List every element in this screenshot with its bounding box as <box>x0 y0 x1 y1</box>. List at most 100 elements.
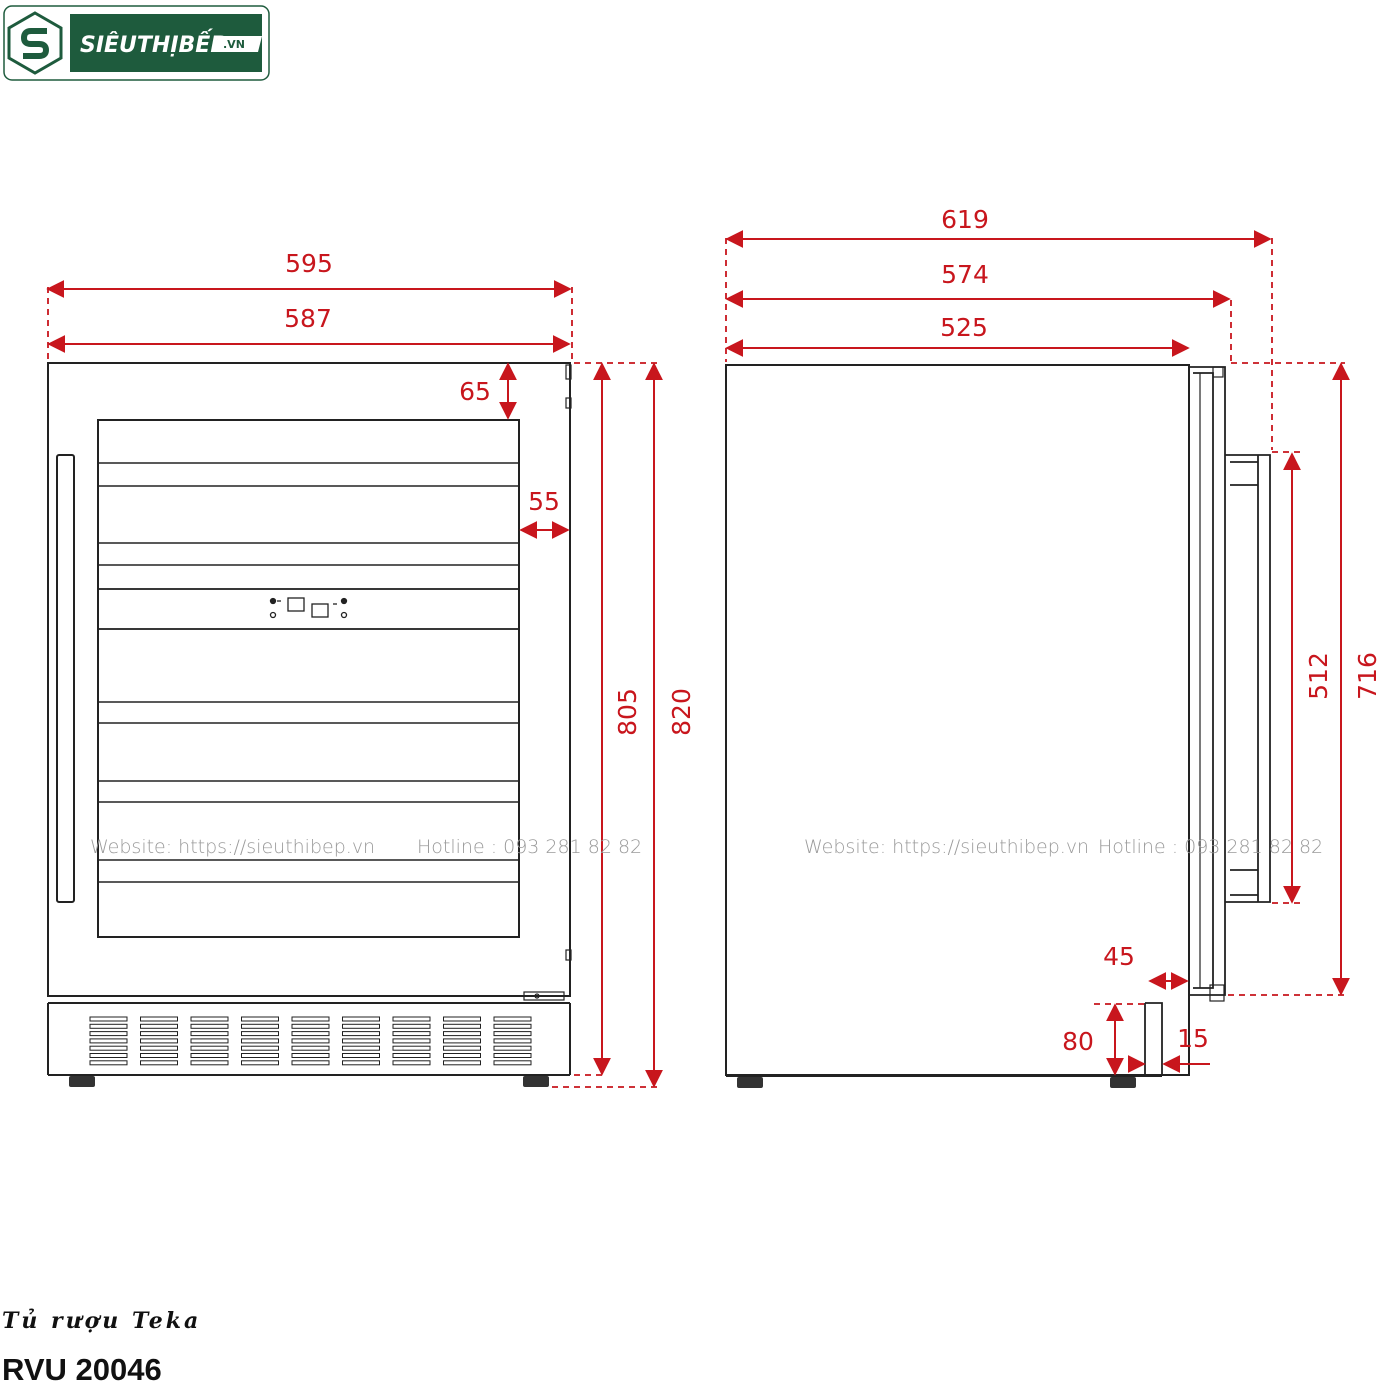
vent-slot <box>89 1053 128 1058</box>
dim-front-overall-width: 595 <box>285 249 333 278</box>
side-view <box>725 364 1271 1088</box>
vent-slot <box>241 1023 279 1029</box>
vent-slot <box>392 1053 431 1058</box>
vent-slot <box>89 1031 128 1037</box>
vent-slot <box>140 1016 178 1022</box>
vent-slot <box>443 1016 481 1022</box>
side-feet <box>737 1077 1136 1088</box>
side-handle <box>1225 454 1271 903</box>
vent-slot <box>291 1045 330 1051</box>
vent-slot <box>493 1038 532 1044</box>
brand-tld: .VN <box>223 38 245 51</box>
vent-slot <box>443 1031 481 1037</box>
vent-slot <box>291 1016 330 1022</box>
control-buttons <box>269 597 348 619</box>
vent-slot <box>190 1016 229 1022</box>
vent-slot <box>190 1060 229 1066</box>
ventilation-grille <box>89 1016 532 1066</box>
vent-slot <box>493 1031 532 1037</box>
watermark-hotline-right: Hotline : 093 281 82 82 <box>1098 836 1323 858</box>
dimension-labels: 595 587 65 55 805 820 619 574 525 512 71… <box>284 205 1382 1056</box>
vent-slot <box>493 1045 532 1051</box>
vent-slot <box>140 1045 178 1051</box>
side-plinth <box>1144 1002 1163 1076</box>
vent-slot <box>392 1045 431 1051</box>
brand-logo: SIÊUTHỊBẾP .VN <box>3 5 270 81</box>
dim-side-plinth-recess: 45 <box>1103 942 1135 971</box>
vent-slot <box>190 1045 229 1051</box>
vent-slot <box>140 1038 178 1044</box>
vent-slot <box>241 1016 279 1022</box>
vent-slot <box>89 1016 128 1022</box>
vent-slot <box>392 1023 431 1029</box>
dim-side-depth-handle: 619 <box>941 205 989 234</box>
vent-slot <box>291 1031 330 1037</box>
vent-slot <box>291 1038 330 1044</box>
vent-slot <box>443 1023 481 1029</box>
watermark-hotline-left: Hotline : 093 281 82 82 <box>417 836 642 858</box>
vent-slot <box>392 1031 431 1037</box>
vent-slot <box>493 1053 532 1058</box>
vent-slot <box>493 1023 532 1029</box>
vent-slot <box>89 1038 128 1044</box>
dim-front-overall-height: 820 <box>667 688 696 736</box>
logo-s-icon <box>7 11 63 75</box>
vent-slot <box>443 1060 481 1066</box>
vent-slot <box>89 1045 128 1051</box>
dimension-arrows <box>46 230 1350 1088</box>
control-panel <box>97 588 520 630</box>
dim-front-top-offset: 65 <box>459 377 491 406</box>
vent-slot <box>342 1016 380 1022</box>
vent-slot <box>342 1045 380 1051</box>
vent-slot <box>342 1053 380 1058</box>
dim-front-body-width: 587 <box>284 304 332 333</box>
vent-slot <box>140 1053 178 1058</box>
product-subtitle: Tủ rượu Teka <box>2 1308 202 1334</box>
vent-slot <box>190 1038 229 1044</box>
dim-side-door-height: 716 <box>1353 652 1382 700</box>
vent-slot <box>89 1060 128 1066</box>
vent-slot <box>291 1023 330 1029</box>
dim-side-handle-height: 512 <box>1304 652 1333 700</box>
vent-slot <box>140 1031 178 1037</box>
dim-side-plinth-height: 80 <box>1062 1027 1094 1056</box>
vent-slot <box>443 1045 481 1051</box>
side-door <box>1189 366 1226 1002</box>
vent-slot <box>241 1031 279 1037</box>
vent-slot <box>443 1038 481 1044</box>
vent-slot <box>291 1053 330 1058</box>
vent-slot <box>342 1023 380 1029</box>
vent-slot <box>493 1060 532 1066</box>
vent-slot <box>342 1031 380 1037</box>
product-model: RVU 20046 <box>2 1352 162 1387</box>
front-body <box>47 362 571 997</box>
vent-slot <box>190 1053 229 1058</box>
watermark-website-right: Website: https://sieuthibep.vn <box>804 836 1089 858</box>
watermarks: Website: https://sieuthibep.vn Hotline :… <box>90 836 1323 858</box>
brand-name: SIÊUTHỊBẾP <box>80 29 226 58</box>
vent-slot <box>291 1060 330 1066</box>
vent-slot <box>89 1023 128 1029</box>
vent-slot <box>392 1038 431 1044</box>
vent-slot <box>392 1016 431 1022</box>
front-view <box>47 362 572 1087</box>
vent-slot <box>342 1038 380 1044</box>
door-hinges <box>523 364 572 1001</box>
watermark-website-left: Website: https://sieuthibep.vn <box>90 836 375 858</box>
vent-slot <box>190 1023 229 1029</box>
dim-front-body-height: 805 <box>613 688 642 736</box>
vent-slot <box>190 1031 229 1037</box>
vent-slot <box>493 1016 532 1022</box>
vent-slot <box>392 1060 431 1066</box>
vent-slot <box>140 1060 178 1066</box>
vent-slot <box>241 1038 279 1044</box>
vent-slot <box>342 1060 380 1066</box>
vent-slot <box>241 1053 279 1058</box>
wine-shelves <box>98 462 519 883</box>
vent-slot <box>140 1023 178 1029</box>
front-feet <box>69 1076 549 1087</box>
vent-slot <box>241 1045 279 1051</box>
vent-slot <box>241 1060 279 1066</box>
dim-side-body-depth: 525 <box>940 313 988 342</box>
